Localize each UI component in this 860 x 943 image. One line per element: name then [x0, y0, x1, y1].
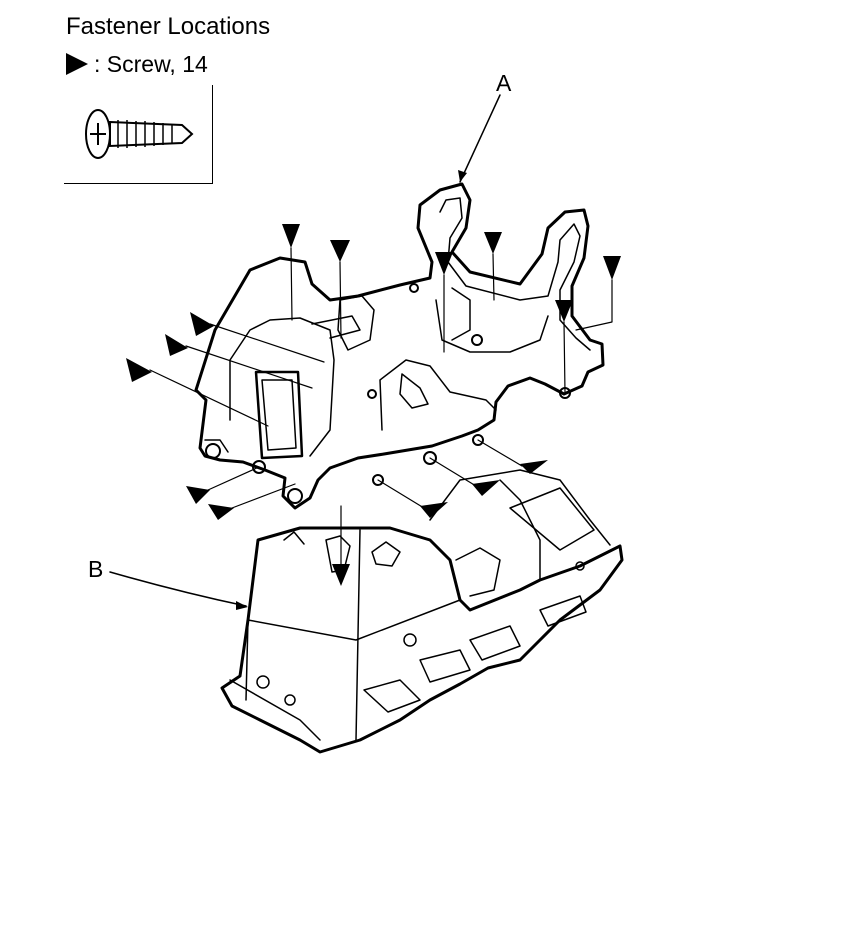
arrowhead-icon	[126, 358, 152, 382]
legend-text: : Screw, 14	[94, 51, 208, 77]
part-a-holes	[205, 283, 571, 504]
screw-icon	[85, 109, 194, 159]
leader-a	[459, 94, 501, 183]
leader-a-arrowhead	[458, 170, 467, 182]
arrowhead-icon	[332, 564, 350, 586]
arrowhead-icon	[165, 334, 188, 356]
arrowhead-icon	[330, 240, 350, 262]
screw-arrowheads	[126, 224, 621, 586]
fastener-legend: : Screw, 14	[66, 49, 208, 79]
part-b-console	[220, 526, 624, 754]
screw-illustration-box	[64, 85, 213, 184]
arrowhead-icon	[603, 256, 621, 280]
arrowhead-icon	[66, 53, 88, 75]
arrowhead-icon	[484, 232, 502, 254]
leader-b	[109, 571, 247, 607]
arrowhead-icon	[208, 504, 234, 520]
callout-a: A	[496, 70, 512, 96]
arrowhead-icon	[472, 480, 500, 496]
arrowhead-icon	[435, 252, 453, 275]
screw-leader-lines	[149, 247, 613, 566]
leader-b-arrowhead	[236, 601, 248, 610]
part-b-details	[229, 469, 611, 741]
arrowhead-icon	[555, 300, 573, 322]
arrowhead-icon	[190, 312, 214, 336]
callout-b: B	[88, 556, 104, 582]
arrowhead-icon	[282, 224, 300, 248]
arrowhead-icon	[186, 486, 210, 504]
part-a-bracket	[194, 182, 605, 510]
part-a-inner-lines	[204, 197, 591, 460]
arrowhead-icon	[420, 502, 448, 518]
arrowhead-icon	[520, 460, 548, 474]
page-title: Fastener Locations	[66, 13, 271, 40]
